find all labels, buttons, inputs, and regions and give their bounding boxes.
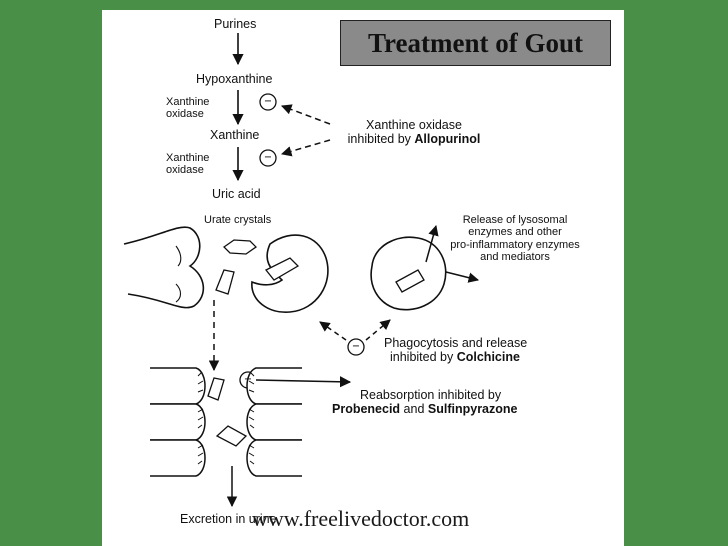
release-note: Release of lysosomal enzymes and other p… bbox=[440, 214, 590, 263]
colchicine-note: Phagocytosis and release inhibited by Co… bbox=[384, 336, 527, 364]
crystal-path-arrows bbox=[208, 300, 238, 508]
allopurinol-note: Xanthine oxidase inhibited by Allopurino… bbox=[334, 118, 494, 146]
reabsorption-joiner: and bbox=[400, 402, 428, 416]
drug-colchicine: Colchicine bbox=[456, 350, 520, 364]
urate-crystals bbox=[207, 239, 258, 447]
reabsorption-arrow bbox=[255, 376, 352, 388]
drug-sulfinpyrazone: Sulfinpyrazone bbox=[427, 402, 518, 416]
minus-2: − bbox=[264, 150, 272, 164]
allopurinol-line-1: Xanthine oxidase bbox=[366, 118, 462, 132]
microvilli bbox=[197, 371, 255, 465]
phagocyte-cell-1 bbox=[251, 234, 329, 313]
release-line-4: and mediators bbox=[480, 250, 550, 263]
minus-3: − bbox=[352, 339, 360, 353]
reabsorption-line-2: Probenecid and Sulfinpyrazone bbox=[332, 402, 517, 416]
colchicine-prefix: inhibited by bbox=[390, 350, 457, 364]
reabsorption-note: Reabsorption inhibited by Probenecid and… bbox=[332, 388, 517, 416]
label-enzyme-2: Xanthine oxidase bbox=[166, 152, 210, 177]
release-line-1: Release of lysosomal bbox=[462, 214, 568, 226]
minus-1: − bbox=[264, 94, 272, 108]
title-box: Treatment of Gout bbox=[340, 20, 611, 66]
label-xanthine: Xanthine bbox=[210, 128, 260, 142]
phagocyte-cell-2 bbox=[370, 236, 447, 311]
reabsorption-line-1: Reabsorption inhibited by bbox=[360, 388, 502, 402]
watermark-url: www.freelivedoctor.com bbox=[252, 506, 470, 531]
label-uric-acid: Uric acid bbox=[212, 187, 261, 201]
inhibit-circle-2 bbox=[259, 149, 277, 167]
allopurinol-prefix: inhibited by bbox=[347, 132, 415, 146]
inhibit-circle-1 bbox=[259, 93, 277, 111]
release-line-2: enzymes and other bbox=[468, 226, 562, 239]
colchicine-line-2: inhibited by Colchicine bbox=[384, 350, 527, 364]
inhibit-circle-3 bbox=[347, 338, 365, 356]
release-arrows bbox=[425, 224, 480, 283]
label-excretion: Excretion in urine bbox=[180, 512, 277, 526]
minus-4: − bbox=[244, 372, 252, 386]
label-hypoxanthine: Hypoxanthine bbox=[196, 72, 273, 86]
allopurinol-dashed-arrows bbox=[280, 104, 331, 157]
label-enzyme-1: Xanthine oxidase bbox=[166, 96, 210, 121]
colchicine-line-1: Phagocytosis and release bbox=[384, 336, 528, 350]
release-line-3: pro-inflammatory enzymes bbox=[450, 238, 580, 251]
allopurinol-line-2: inhibited by Allopurinol bbox=[334, 132, 494, 146]
label-urate-crystals: Urate crystals bbox=[204, 214, 272, 226]
tubule-cells bbox=[150, 367, 302, 477]
joint-shape bbox=[123, 226, 205, 309]
drug-probenecid: Probenecid bbox=[332, 402, 401, 416]
colchicine-dashed-arrows bbox=[319, 319, 391, 341]
slide-title: Treatment of Gout bbox=[368, 27, 583, 58]
drug-allopurinol: Allopurinol bbox=[414, 132, 481, 146]
label-purines: Purines bbox=[214, 17, 257, 31]
